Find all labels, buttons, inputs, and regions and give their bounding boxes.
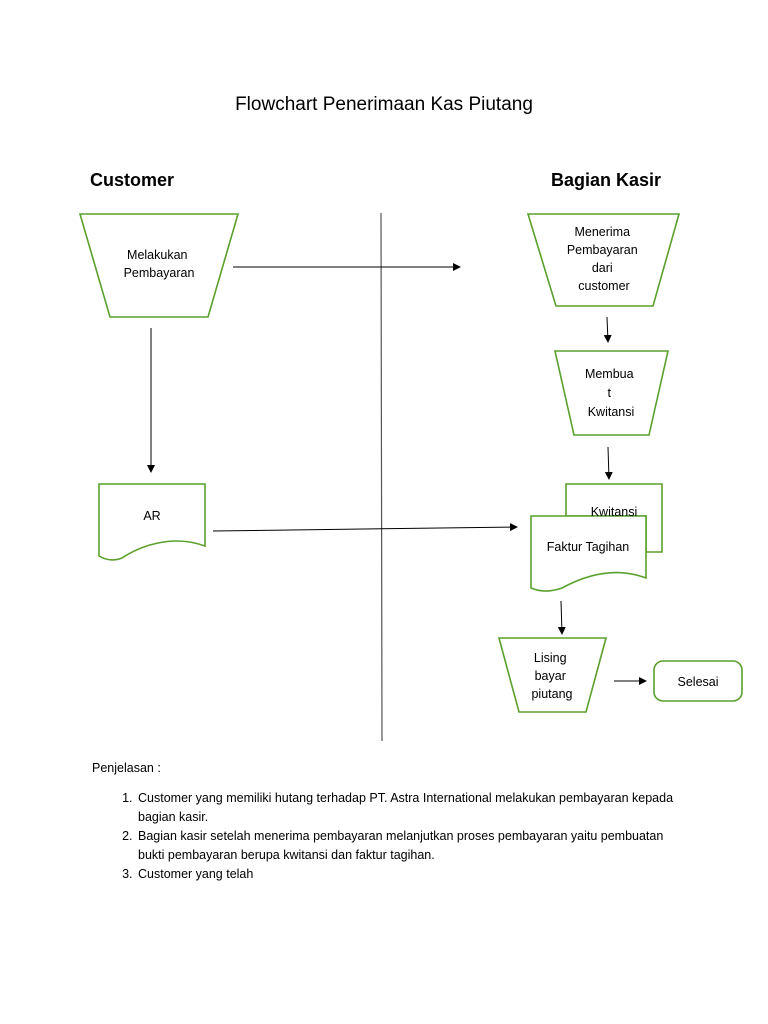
explanation-item: Customer yang telah — [136, 865, 692, 884]
node-text-ar: AR — [143, 509, 160, 523]
lane-label-customer: Customer — [90, 170, 175, 190]
explanation-item: Customer yang memiliki hutang terhadap P… — [136, 789, 692, 827]
node-line: Pembayaran — [567, 243, 638, 257]
ar-document-shape — [98, 483, 206, 561]
page-title: Flowchart Penerimaan Kas Piutang — [235, 94, 533, 115]
node-line: Melakukan — [127, 248, 187, 262]
node-text-kwitansi: Kwitansi — [591, 505, 638, 519]
node-line: Membua — [585, 367, 634, 381]
node-text-lising: Lising bayar piutang — [531, 651, 572, 701]
arrow-to-kwitansi — [604, 446, 613, 480]
node-line: Lising — [534, 651, 567, 665]
node-line: customer — [578, 279, 629, 293]
node-line: piutang — [531, 687, 572, 701]
arrow-to-lising — [557, 600, 566, 635]
node-line: Pembayaran — [124, 266, 195, 280]
menerima-pembayaran-shape — [526, 213, 681, 307]
faktur-tagihan-document-shape — [530, 515, 647, 592]
selesai-terminator-shape — [653, 660, 743, 702]
node-text-membuat: Membua t Kwitansi — [585, 367, 637, 419]
node-line: bayar — [535, 669, 566, 683]
node-text-melakukan: Melakukan Pembayaran — [124, 248, 195, 280]
explanation-item: Bagian kasir setelah menerima pembayaran… — [136, 827, 692, 865]
node-line: Kwitansi — [588, 405, 635, 419]
melakukan-pembayaran-shape — [78, 213, 240, 318]
node-text-selesai: Selesai — [678, 675, 719, 689]
node-line: t — [608, 386, 612, 400]
node-line: Menerima — [574, 225, 630, 239]
arrow-to-membuat — [603, 316, 612, 343]
explanation-section: Penjelasan : Customer yang memiliki huta… — [92, 759, 692, 884]
arrow-ar-to-faktur — [212, 523, 518, 532]
node-text-faktur: Faktur Tagihan — [547, 540, 630, 554]
lane-label-bagian-kasir: Bagian Kasir — [551, 170, 662, 190]
explanation-list: Customer yang memiliki hutang terhadap P… — [92, 789, 692, 884]
membuat-kwitansi-shape — [553, 350, 670, 436]
lising-bayar-piutang-shape — [497, 637, 608, 713]
node-text-menerima: Menerima Pembayaran dari customer — [567, 225, 641, 293]
node-line: dari — [592, 261, 613, 275]
lane-divider — [380, 212, 383, 742]
explanation-heading: Penjelasan : — [92, 761, 161, 775]
